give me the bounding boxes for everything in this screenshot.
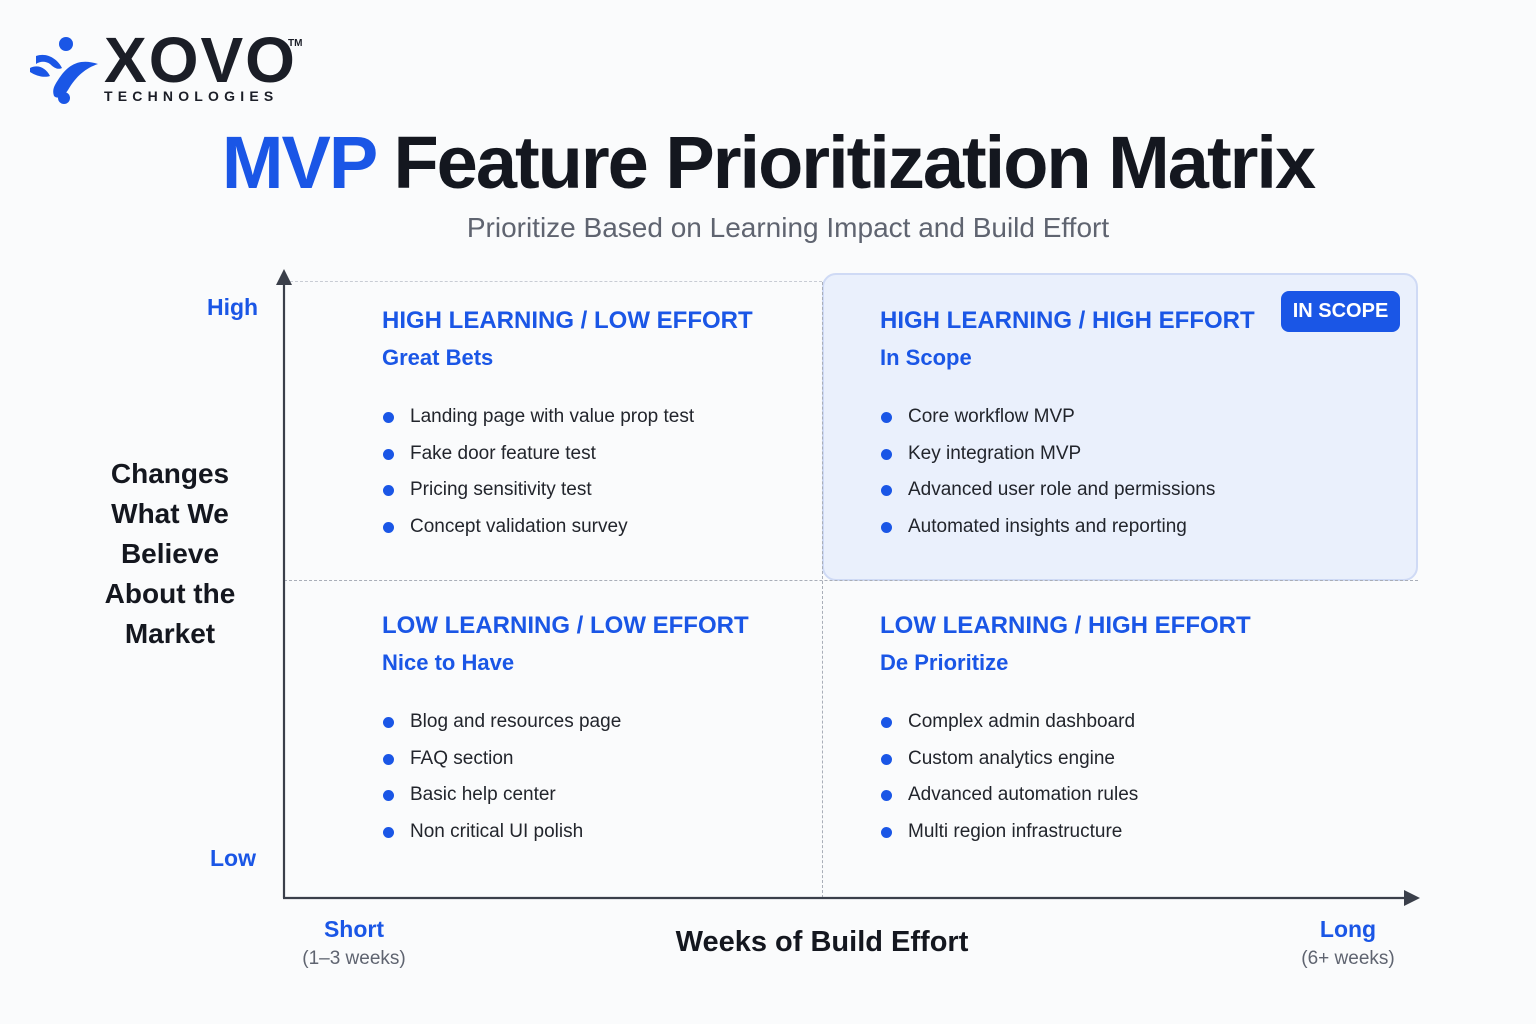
list-item: Complex admin dashboard bbox=[880, 704, 1251, 741]
in-scope-badge: IN SCOPE bbox=[1281, 291, 1400, 332]
bullet-icon bbox=[881, 448, 892, 460]
top-grid-line bbox=[290, 281, 822, 282]
x-axis-arrow-icon bbox=[1404, 890, 1420, 906]
quadrant-great-bets: HIGH LEARNING / LOW EFFORT Great Bets La… bbox=[382, 306, 753, 545]
bullet-icon bbox=[881, 826, 892, 838]
in-scope-highlight bbox=[822, 273, 1418, 581]
bullet-icon bbox=[881, 790, 892, 801]
list-item: Advanced user role and permissions bbox=[880, 472, 1255, 509]
quadrant-subheading: In Scope bbox=[880, 345, 972, 370]
y-axis-title: Changes What We Believe About the Market bbox=[104, 458, 236, 649]
bullet-icon bbox=[383, 485, 394, 496]
bullet-icon bbox=[383, 448, 394, 460]
feature-list: Blog and resources page FAQ section Basi… bbox=[382, 704, 749, 850]
quadrant-heading: HIGH LEARNING / HIGH EFFORT bbox=[880, 307, 1255, 334]
list-item: Blog and resources page bbox=[382, 704, 749, 741]
quadrant-heading: LOW LEARNING / LOW EFFORT bbox=[382, 612, 749, 639]
list-item: Custom analytics engine bbox=[880, 741, 1251, 778]
middle-grid-line bbox=[284, 580, 1418, 581]
y-axis-high-label: High bbox=[207, 294, 259, 320]
trademark-symbol: TM bbox=[288, 38, 303, 49]
bullet-icon bbox=[383, 826, 394, 838]
quadrant-nice-to-have: LOW LEARNING / LOW EFFORT Nice to Have B… bbox=[382, 611, 749, 850]
x-axis-long-range: (6+ weeks) bbox=[1301, 948, 1395, 969]
bullet-icon bbox=[383, 753, 394, 765]
xovo-logo-icon bbox=[30, 37, 98, 104]
list-item: Key integration MVP bbox=[880, 436, 1255, 473]
list-item: Non critical UI polish bbox=[382, 814, 749, 851]
quadrant-subheading: Nice to Have bbox=[382, 650, 515, 675]
quadrant-de-prioritize: LOW LEARNING / HIGH EFFORT De Prioritize… bbox=[880, 611, 1251, 850]
quadrant-in-scope: HIGH LEARNING / HIGH EFFORT In Scope Cor… bbox=[880, 306, 1255, 545]
bullet-icon bbox=[881, 717, 892, 728]
quadrant-heading: HIGH LEARNING / LOW EFFORT bbox=[382, 307, 753, 334]
list-item: Pricing sensitivity test bbox=[382, 472, 753, 509]
x-axis-short-range: (1–3 weeks) bbox=[302, 948, 406, 969]
list-item: Core workflow MVP bbox=[880, 399, 1255, 436]
y-axis-low-label: Low bbox=[210, 845, 256, 871]
quadrant-subheading: De Prioritize bbox=[880, 650, 1009, 675]
logo-tagline: TECHNOLOGIES bbox=[104, 88, 279, 104]
feature-list: Core workflow MVP Key integration MVP Ad… bbox=[880, 399, 1255, 545]
x-axis-short-label: Short bbox=[323, 916, 385, 942]
bullet-icon bbox=[383, 412, 394, 423]
x-axis-title: Weeks of Build Effort bbox=[675, 926, 969, 958]
quadrant-subheading: Great Bets bbox=[382, 345, 494, 370]
bullet-icon bbox=[383, 521, 394, 533]
x-axis-long-label: Long bbox=[1319, 916, 1377, 942]
list-item: FAQ section bbox=[382, 741, 749, 778]
title-rest: Feature Prioritization Matrix bbox=[393, 121, 1316, 204]
bullet-icon bbox=[383, 717, 394, 728]
bullet-icon bbox=[881, 753, 892, 765]
feature-list: Landing page with value prop test Fake d… bbox=[382, 399, 753, 545]
y-axis-arrow-icon bbox=[276, 269, 292, 285]
list-item: Fake door feature test bbox=[382, 436, 753, 473]
list-item: Multi region infrastructure bbox=[880, 814, 1251, 851]
logo-wordmark: XOVO bbox=[104, 24, 297, 96]
bullet-icon bbox=[383, 790, 394, 801]
page-subtitle: Prioritize Based on Learning Impact and … bbox=[466, 212, 1110, 243]
list-item: Advanced automation rules bbox=[880, 777, 1251, 814]
list-item: Landing page with value prop test bbox=[382, 399, 753, 436]
bullet-icon bbox=[881, 485, 892, 496]
list-item: Concept validation survey bbox=[382, 509, 753, 546]
bullet-icon bbox=[881, 412, 892, 423]
quadrant-heading: LOW LEARNING / HIGH EFFORT bbox=[880, 612, 1251, 639]
vertical-grid-line bbox=[822, 282, 823, 898]
bullet-icon bbox=[881, 521, 892, 533]
list-item: Automated insights and reporting bbox=[880, 509, 1255, 546]
title-accent: MVP bbox=[221, 121, 377, 204]
list-item: Basic help center bbox=[382, 777, 749, 814]
page-title: MVP Feature Prioritization Matrix bbox=[0, 118, 1536, 208]
feature-list: Complex admin dashboard Custom analytics… bbox=[880, 704, 1251, 850]
